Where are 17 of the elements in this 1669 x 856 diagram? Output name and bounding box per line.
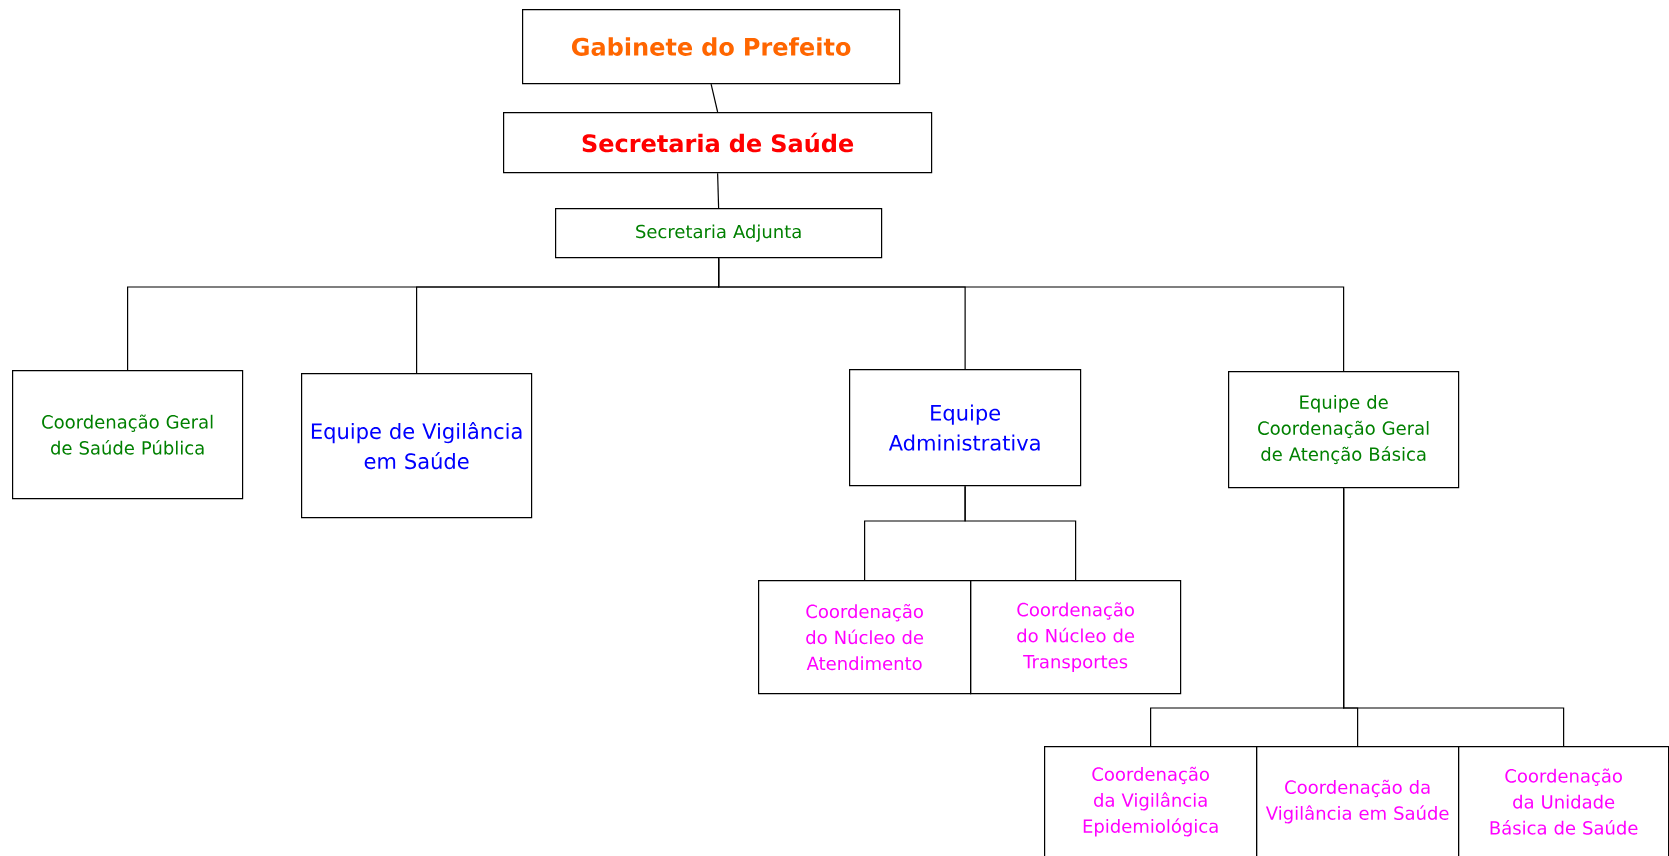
org-box: Coordenação da Vigilância em Saúde (1256, 746, 1460, 856)
connector-line (717, 172, 720, 209)
org-box: Coordenação Geral de Saúde Pública (12, 370, 244, 500)
connector-line (718, 257, 1345, 372)
org-box: Secretaria de Saúde (503, 112, 933, 174)
org-box: Equipe de Vigilância em Saúde (301, 373, 533, 519)
org-box: Gabinete do Prefeito (522, 9, 901, 85)
org-box: Coordenação da Unidade Básica de Saúde (1458, 746, 1669, 856)
org-box: Coordenação do Núcleo de Transportes (970, 580, 1182, 695)
org-box: Equipe Administrativa (849, 369, 1082, 487)
org-box: Coordenação do Núcleo de Atendimento (758, 580, 972, 695)
connector-line (964, 485, 1077, 581)
org-box: Equipe de Coordenação Geral de Atenção Básica (1228, 371, 1460, 489)
connector-line (710, 83, 719, 113)
org-box: Secretaria Adjunta (555, 208, 883, 259)
connector-line (1343, 487, 1565, 747)
org-box: Coordenação da Vigilância Epidemiológica (1044, 746, 1258, 856)
